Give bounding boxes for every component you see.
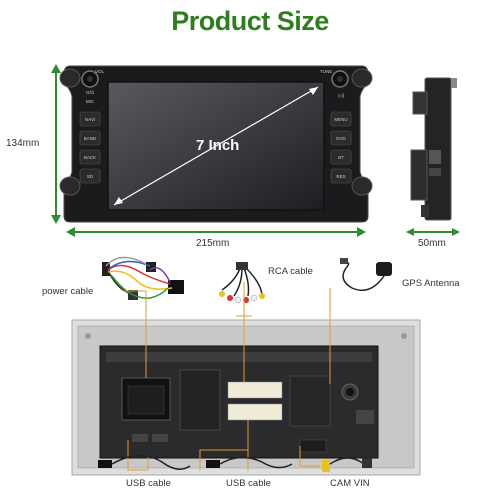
res-button-label: RES xyxy=(336,174,346,179)
power-button-label: O/⏻ xyxy=(85,90,95,95)
menu-button-label: MENU xyxy=(334,117,348,122)
mic-label: MIC xyxy=(85,99,95,104)
gps-antenna xyxy=(340,258,392,291)
width-dimension xyxy=(66,227,366,237)
power-cable-label: power cable xyxy=(42,286,94,297)
sd-slot-label: SD xyxy=(86,174,94,179)
depth-label: 50mm xyxy=(418,238,446,249)
mount-ear-br xyxy=(351,176,373,196)
mount-ear-bl xyxy=(59,176,81,196)
navi-button-label: NAVI xyxy=(84,117,96,122)
callout-lines xyxy=(124,282,331,471)
band-button-label: BAND xyxy=(83,136,97,141)
right-button-column xyxy=(330,111,352,184)
height-label: 134mm xyxy=(6,138,40,149)
usb-cable-2-label: USB cable xyxy=(226,478,271,489)
rca-cable xyxy=(219,262,265,304)
cam-vin-label: CAM VIN xyxy=(330,478,370,489)
rca-cable-label: RCA cable xyxy=(268,266,313,277)
usb-cable-1-label: USB cable xyxy=(126,478,171,489)
bt-button-label: BT xyxy=(338,155,344,160)
usb-cable-1 xyxy=(98,454,191,470)
head-unit-rear xyxy=(71,319,421,476)
page-title: Product Size xyxy=(171,6,329,36)
mount-ear-tl xyxy=(59,68,81,88)
left-button-column xyxy=(79,111,101,184)
screen-size-label: 7 Inch xyxy=(196,137,240,154)
depth-dimension xyxy=(406,228,460,236)
tune-label: TUNE xyxy=(320,69,333,74)
power-cable-harness xyxy=(102,256,184,300)
dvd-button-label: DVD xyxy=(336,136,346,141)
diagonal-arrow xyxy=(113,86,319,206)
height-dimension xyxy=(51,64,61,224)
cam-vin-cable xyxy=(322,457,372,472)
back-button-label: BACK xyxy=(83,155,97,160)
mount-ear-tr xyxy=(351,68,373,88)
vol-label: VOL xyxy=(95,69,105,74)
play-pause-label: ▷|| xyxy=(338,93,344,98)
head-unit-front xyxy=(59,65,373,223)
gps-antenna-label: GPS Antenna xyxy=(402,278,460,289)
width-label: 215mm xyxy=(196,238,230,249)
head-unit-side xyxy=(410,77,457,221)
usb-cable-2 xyxy=(206,456,293,469)
